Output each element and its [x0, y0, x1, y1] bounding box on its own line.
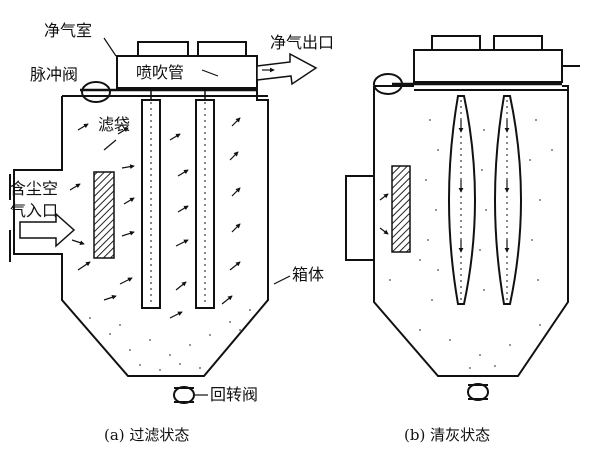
chamber-cap-left	[137, 41, 189, 57]
cleaning-arrows-b	[379, 120, 510, 253]
panel-b-cleaning	[345, 35, 580, 401]
pulse-valve-b	[373, 73, 403, 95]
inlet-baffle-b	[391, 165, 411, 253]
pulse-valve-a	[81, 81, 111, 103]
outlet-arrow	[256, 52, 318, 86]
panel-a-filtering	[9, 41, 269, 404]
rotary-valve-b	[467, 383, 489, 401]
clean-chamber-b	[413, 49, 563, 83]
label-box-body: 箱体	[292, 265, 324, 284]
label-pulse-valve: 脉冲阀	[30, 65, 78, 84]
chamber-cap-right	[197, 41, 247, 57]
label-blow-pipe: 喷吹管	[136, 63, 184, 82]
caption-b: (b) 清灰状态	[404, 426, 490, 444]
inflated-bag-2	[494, 95, 522, 305]
dust-cloud-b	[389, 119, 553, 369]
label-inlet-line2: 气入口	[10, 201, 58, 220]
inlet-baffle	[93, 171, 115, 259]
flow-arrows-a	[69, 67, 275, 319]
housing-body-b	[373, 85, 569, 377]
label-rotary-valve: 回转阀	[210, 385, 258, 404]
chamber-cap-right-b	[493, 35, 543, 51]
dust-hopper-a	[89, 309, 251, 371]
label-clean-outlet: 净气出口	[270, 33, 334, 52]
label-filter-bag: 滤袋	[98, 115, 130, 134]
label-clean-chamber: 净气室	[44, 21, 92, 40]
housing-body	[13, 88, 269, 377]
inlet-arrow	[19, 212, 76, 248]
chamber-cap-left-b	[431, 35, 481, 51]
label-inlet-line1: 含尘空	[10, 179, 58, 198]
rotary-valve-a	[173, 386, 195, 404]
caption-a: (a) 过滤状态	[104, 426, 189, 444]
inflated-bag-1	[448, 95, 476, 305]
